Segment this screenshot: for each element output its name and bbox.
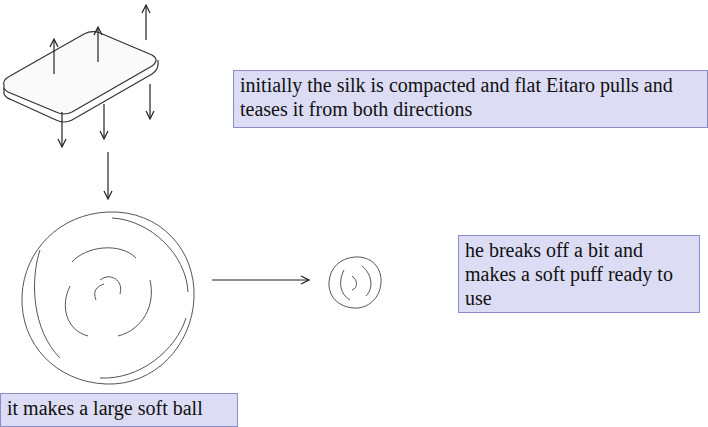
silk-puff <box>329 257 381 308</box>
pull-arrows <box>54 6 150 146</box>
silk-ball <box>22 212 194 384</box>
text-box: initially the silk is compacted and flat… <box>233 70 708 128</box>
note-text: it makes a large soft ball <box>7 396 231 420</box>
text-box: it makes a large soft ball <box>0 393 238 427</box>
text-box: he breaks off a bit and makes a soft puf… <box>458 235 700 313</box>
silk-pad <box>4 32 158 122</box>
note-text: initially the silk is compacted and flat… <box>240 73 701 121</box>
note-text: he breaks off a bit and makes a soft puf… <box>465 238 693 310</box>
